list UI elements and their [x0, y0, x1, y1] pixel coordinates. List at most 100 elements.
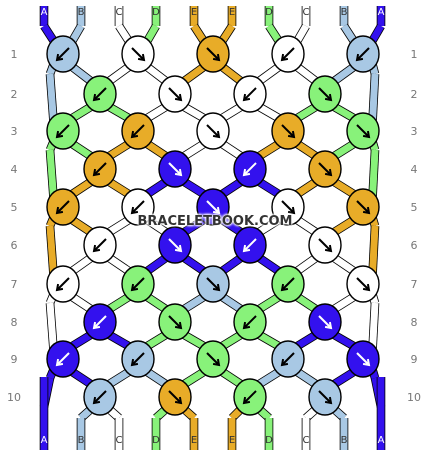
row-label-right: 6	[411, 239, 418, 252]
thread-7-2-r	[257, 331, 281, 350]
knot-r8-k1	[83, 303, 117, 341]
thread-8-0-r	[69, 368, 94, 388]
thread-0-1-l	[106, 63, 132, 85]
thread-6-2-r	[219, 293, 244, 313]
thread-top-link-1	[69, 24, 85, 43]
knot-r9-k5	[346, 340, 380, 378]
knot-arrow-icon	[318, 390, 332, 404]
knot-r8-k2	[158, 303, 192, 341]
thread-2-1-r	[144, 140, 169, 160]
knot-arrow-icon	[168, 87, 182, 101]
knot-r1-k1	[46, 35, 80, 73]
row-label-left: 4	[11, 163, 18, 176]
row-label-left: 1	[11, 48, 18, 61]
knot-arrow-icon	[206, 200, 220, 214]
knot-arrow-icon	[93, 238, 107, 252]
knot-arrow-icon	[131, 200, 145, 214]
knot-r4-k4	[308, 150, 342, 188]
knot-r4-k1	[83, 150, 117, 188]
threads-layer	[39, 6, 386, 450]
knot-r8-k3	[233, 303, 267, 341]
string-label-bottom: B	[341, 435, 348, 446]
thread-0-0-r	[69, 63, 94, 85]
edge-left-2-b	[46, 149, 57, 197]
knot-r7-k2	[121, 265, 155, 303]
thread-0-3-r	[294, 63, 319, 85]
knot-arrow-icon	[356, 277, 370, 291]
thread-top-link-7	[294, 24, 310, 43]
knot-arrow-icon	[168, 238, 182, 252]
thread-bottom-link-2	[107, 406, 122, 421]
thread-6-3-l	[256, 293, 282, 313]
string-label-bottom: E	[191, 435, 197, 446]
row-label-right: 7	[411, 278, 418, 291]
thread-1-3-r	[332, 103, 356, 122]
knot-r7-k4	[271, 265, 305, 303]
thread-top-link-2	[116, 24, 132, 43]
knot-arrow-icon	[56, 352, 70, 366]
thread-top-link-4	[191, 24, 207, 43]
thread-3-0-l	[69, 178, 94, 198]
knot-arrow-icon	[131, 277, 145, 291]
knot-r7-k1	[46, 265, 80, 303]
thread-7-0-r	[107, 331, 131, 350]
thread-7-3-r	[332, 331, 356, 350]
thread-8-4-l	[331, 368, 357, 388]
thread-4-2-r	[219, 216, 244, 236]
thread-3-2-r	[256, 178, 282, 198]
edge-left-4-b	[46, 225, 57, 274]
knot-r2-k3	[233, 75, 267, 113]
row-label-right: 1	[411, 48, 418, 61]
thread-top-link-5	[219, 24, 235, 43]
thread-5-0-l	[69, 254, 94, 275]
thread-1-3-l	[294, 103, 319, 122]
knot-arrow-icon	[281, 124, 295, 138]
thread-6-1-l	[106, 293, 132, 313]
thread-bottom-link-1	[78, 406, 93, 421]
thread-top-link-8	[341, 24, 357, 43]
knot-arrow-icon	[206, 277, 220, 291]
knot-arrow-icon	[131, 124, 145, 138]
thread-5-3-r	[331, 254, 357, 275]
knot-r9-k1	[46, 340, 80, 378]
knot-r10-k3	[233, 378, 267, 416]
knot-arrow-icon	[206, 352, 220, 366]
knot-arrow-icon	[168, 315, 182, 329]
knot-arrow-icon	[206, 47, 220, 61]
thread-bottom-link-3	[153, 406, 168, 421]
knot-arrow-icon	[243, 162, 257, 176]
string-label-bottom: A	[41, 435, 48, 446]
thread-7-3-l	[294, 331, 319, 350]
thread-bottom-link-7	[303, 406, 318, 421]
thread-2-0-r	[69, 140, 94, 160]
string-label-top: C	[303, 7, 310, 18]
knot-arrow-icon	[356, 200, 370, 214]
row-label-left: 8	[11, 316, 18, 329]
thread-0-2-r	[219, 63, 244, 85]
thread-1-2-r	[257, 103, 281, 122]
thread-0-1-r	[144, 63, 169, 85]
knot-arrow-icon	[243, 390, 257, 404]
thread-2-2-l	[181, 140, 207, 160]
knot-arrow-icon	[281, 47, 295, 61]
thread-4-3-l	[256, 216, 282, 236]
string-label-top: E	[229, 7, 235, 18]
edge-right-4-b	[369, 225, 379, 274]
thread-top-link-0	[41, 24, 57, 43]
knot-arrow-icon	[56, 277, 70, 291]
knot-r2-k2	[158, 75, 192, 113]
knot-r4-k3	[233, 150, 267, 188]
edge-right-6-b	[369, 302, 379, 349]
row-label-right: 10	[407, 391, 421, 404]
thread-7-1-l	[144, 331, 169, 350]
thread-8-3-l	[256, 368, 282, 388]
string-label-bottom: E	[229, 435, 235, 446]
knot-arrow-icon	[318, 162, 332, 176]
thread-6-4-l	[331, 293, 357, 313]
thread-4-1-r	[144, 216, 169, 236]
knot-r7-k3	[196, 265, 230, 303]
thread-5-3-l	[294, 254, 319, 275]
thread-2-3-r	[294, 140, 319, 160]
string-label-top: B	[78, 7, 85, 18]
thread-3-2-l	[219, 178, 244, 198]
